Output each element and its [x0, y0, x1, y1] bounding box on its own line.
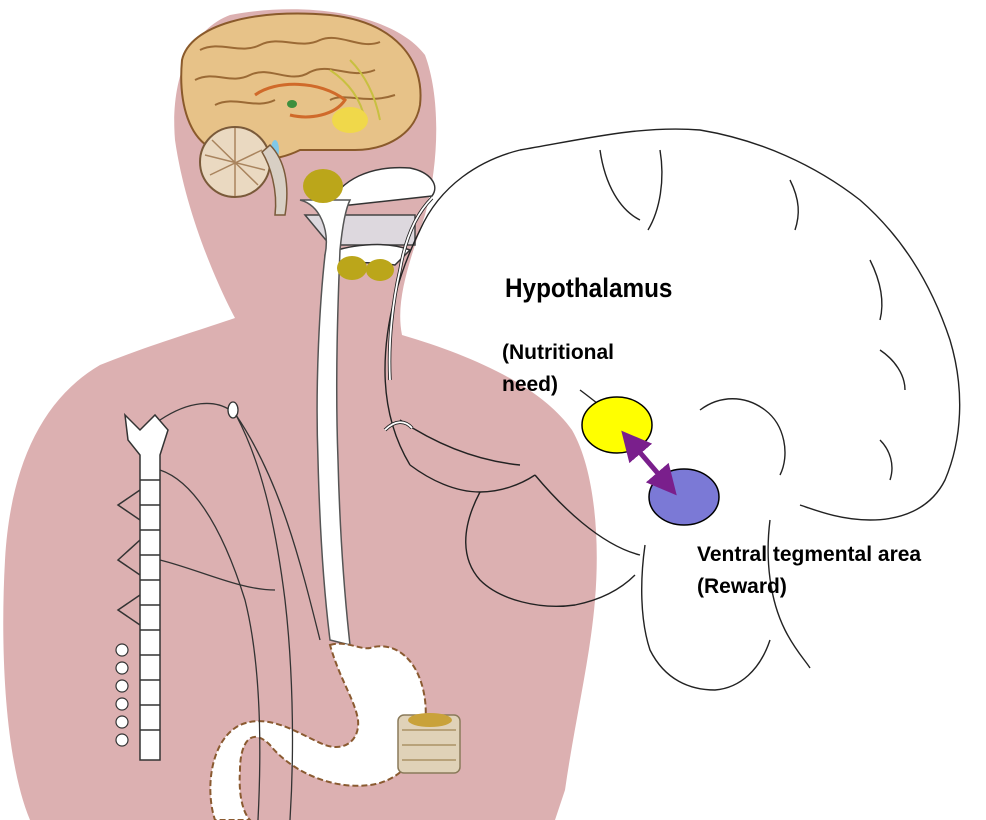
nutritional-need-label-line2: need): [502, 372, 558, 397]
vta-label-line2: (Reward): [697, 574, 787, 599]
nutritional-need-label-line1: (Nutritional: [502, 340, 614, 365]
hypothalamus-label: Hypothalamus: [505, 272, 672, 304]
hypothalamus-node: [582, 397, 652, 453]
double-arrow: [631, 442, 667, 484]
vta-label-line1: Ventral tegmental area: [697, 542, 921, 567]
